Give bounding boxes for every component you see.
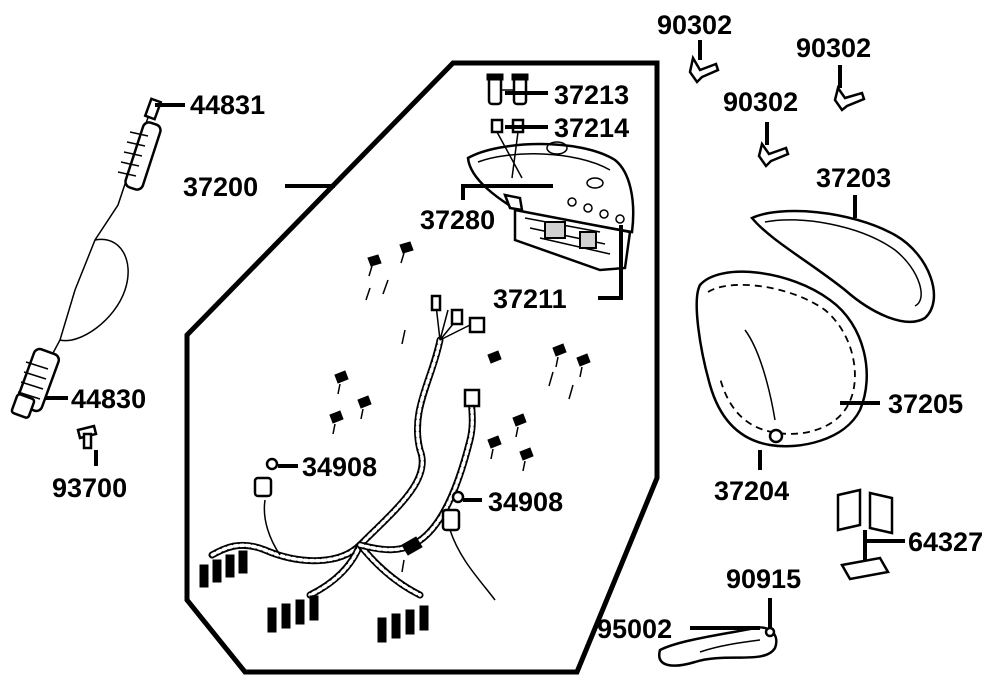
screws-90302 [688,54,866,168]
label-64327: 64327 [908,527,983,557]
assembly-boundary [184,60,660,675]
speedometer-cable [10,97,163,419]
label-93700: 93700 [52,473,127,503]
label-34908-right: 34908 [488,487,563,517]
terminal-pins [199,550,429,643]
loose-screws [329,329,591,472]
callout-labels: 44831 37200 44830 93700 37213 37214 3728… [52,10,983,644]
label-90302-right: 90302 [796,33,871,63]
label-37211: 37211 [493,284,567,314]
speedometer-unit [466,141,635,272]
headlight-rim [750,209,936,324]
label-90915: 90915 [726,564,801,594]
bracket-64327 [836,488,894,581]
meter-screws [365,241,414,301]
wiring-harness [208,294,496,601]
headlight-case [695,270,868,448]
screw-93700 [76,424,98,450]
label-37213: 37213 [554,80,629,110]
label-37203: 37203 [816,163,891,193]
label-44831: 44831 [190,90,265,120]
label-44830: 44830 [71,384,146,414]
strap-95002 [658,626,778,667]
label-37200: 37200 [183,172,258,202]
label-37214: 37214 [554,113,629,143]
label-37204: 37204 [714,476,789,506]
label-37280: 37280 [420,205,495,235]
label-95002: 95002 [597,614,672,644]
label-37205: 37205 [888,389,963,419]
label-34908-left: 34908 [302,452,377,482]
label-90302-top: 90302 [657,10,732,40]
label-90302-middle: 90302 [723,87,798,117]
leader-lines [45,40,905,630]
bulb-37213 [486,73,529,106]
